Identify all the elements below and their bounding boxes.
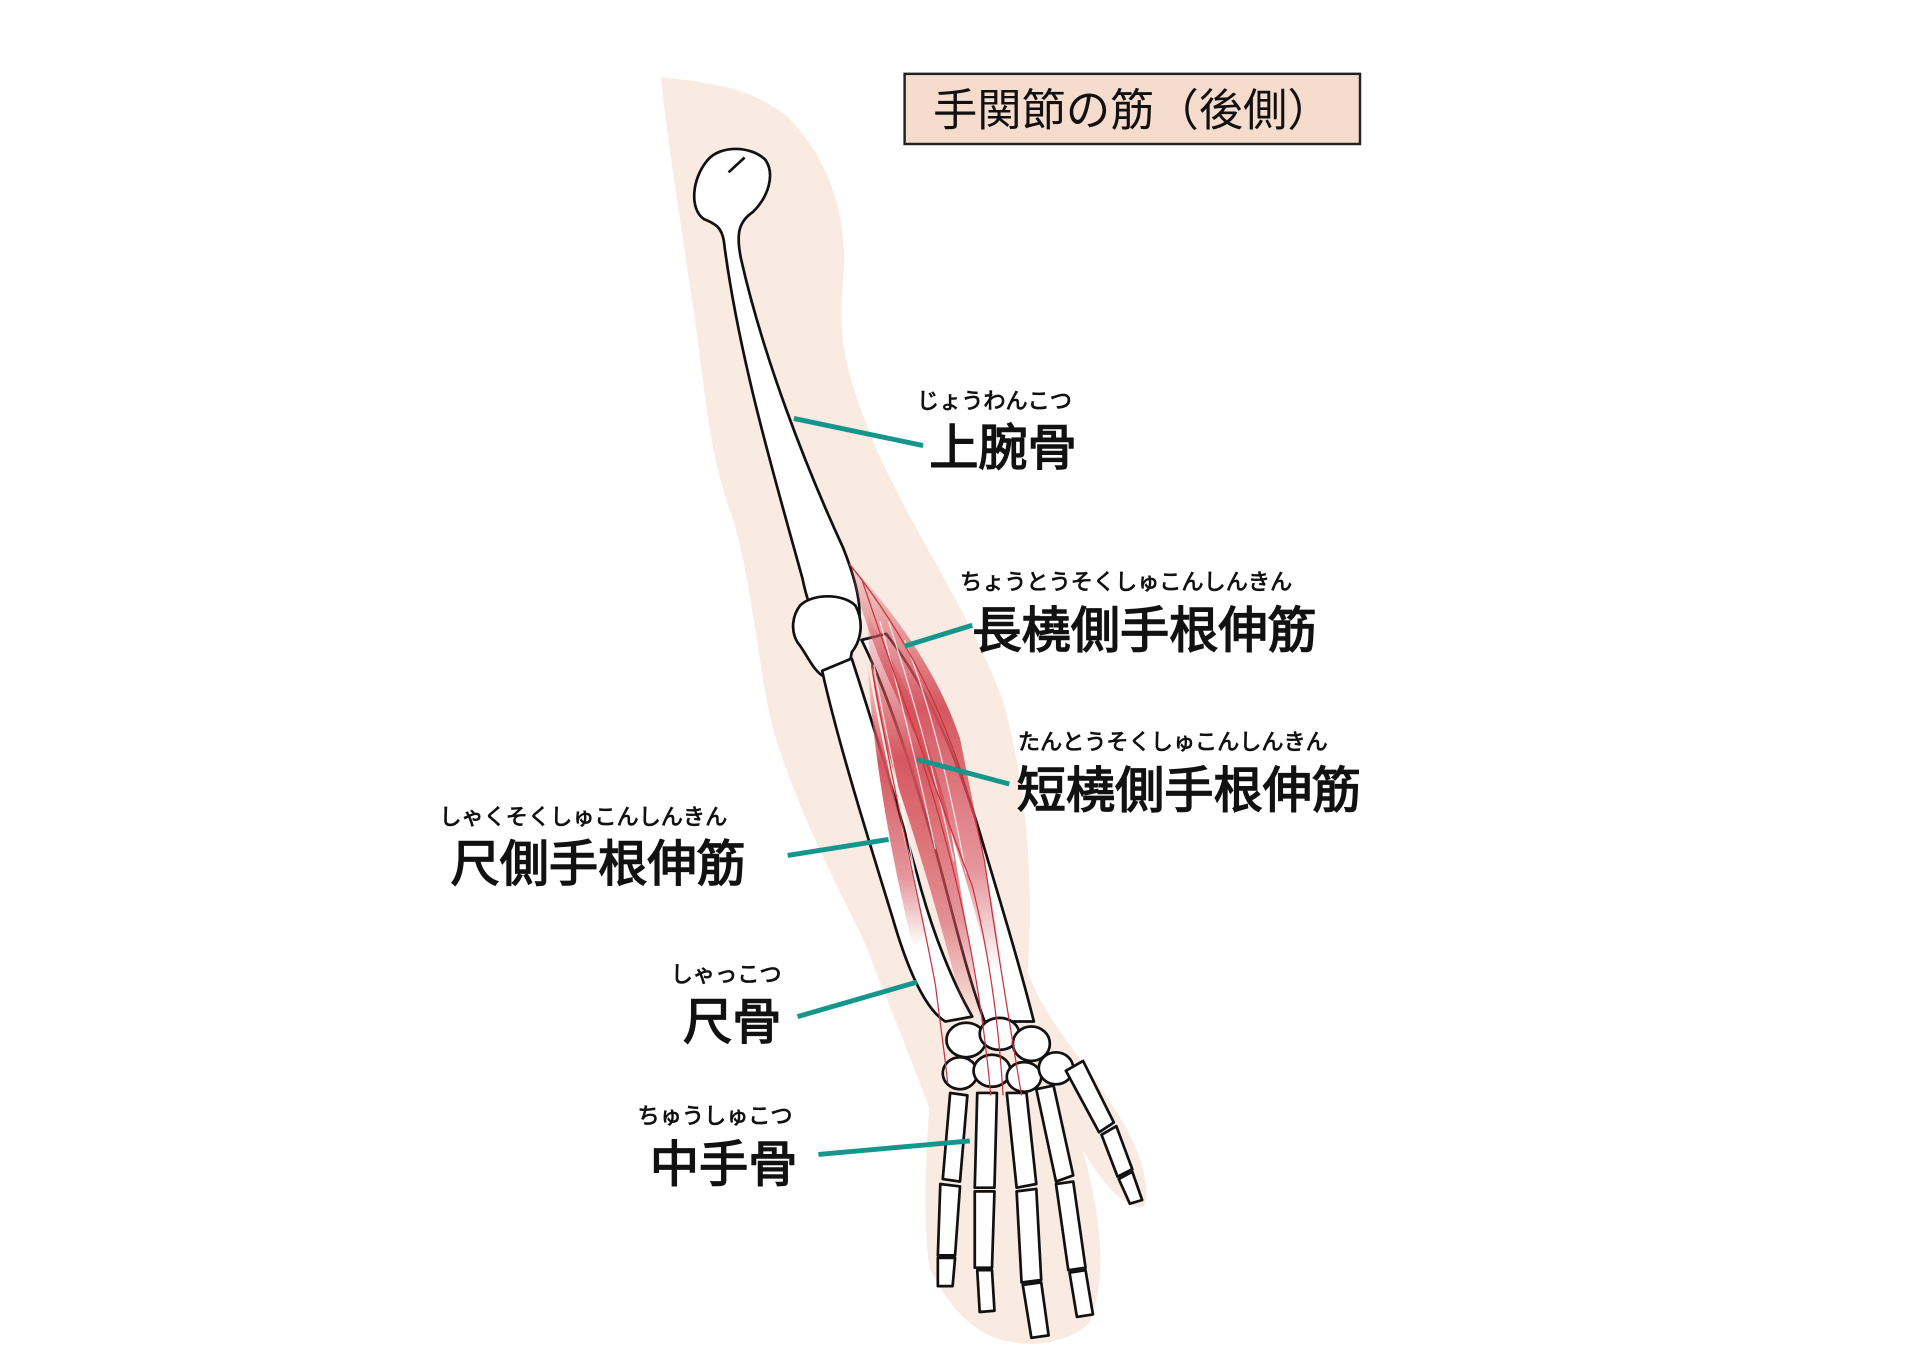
label-ecrb: たんとうそくしゅこんしんきん 短橈側手根伸筋	[1017, 730, 1362, 820]
extensor-muscles	[848, 563, 1023, 1096]
label-ecrl: ちょうとうそくしゅこんしんきん 長橈側手根伸筋	[960, 570, 1317, 660]
label-text: 短橈側手根伸筋	[1017, 761, 1362, 819]
hand-bones	[936, 1059, 1144, 1340]
label-text: 長橈側手根伸筋	[972, 601, 1317, 659]
leader-humerus	[793, 416, 924, 448]
furigana: ちゅうしゅこつ	[638, 1104, 793, 1130]
leader-metacarpal	[818, 1138, 971, 1157]
label-text: 尺骨	[683, 993, 781, 1051]
leader-ulna	[796, 979, 918, 1019]
humerus-bone	[692, 147, 861, 636]
label-ecu: しゃくそくしゅこんしんきん 尺側手根伸筋	[439, 805, 745, 894]
furigana: たんとうそくしゅこんしんきん	[1018, 730, 1328, 756]
diagram-title: 手関節の筋（後側）	[933, 86, 1332, 137]
furigana: しゃくそくしゅこんしんきん	[439, 805, 727, 831]
leader-ecrb	[916, 757, 1010, 787]
title-box: 手関節の筋（後側）	[903, 72, 1362, 146]
furigana: しゃっこつ	[671, 962, 782, 988]
carpal-bones	[941, 1016, 1075, 1094]
furigana: じょうわんこつ	[917, 389, 1072, 415]
label-text: 上腕骨	[929, 419, 1077, 477]
label-text: 尺側手根伸筋	[450, 835, 745, 893]
leader-ecrl	[903, 622, 974, 649]
furigana: ちょうとうそくしゅこんしんきん	[960, 570, 1292, 596]
label-humerus: じょうわんこつ 上腕骨	[917, 389, 1077, 478]
label-metacarpal: ちゅうしゅこつ 中手骨	[638, 1104, 798, 1194]
leader-ecu	[787, 836, 890, 858]
label-text: 中手骨	[650, 1136, 798, 1194]
label-ulna: しゃっこつ 尺骨	[671, 962, 782, 1051]
